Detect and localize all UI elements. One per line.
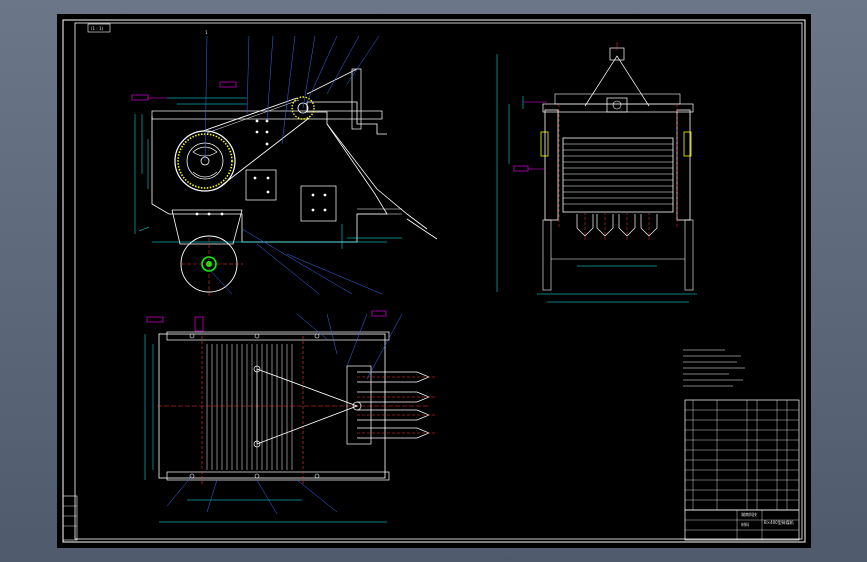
corner-tag: (1 : 1) — [87, 23, 111, 33]
plan-view — [144, 310, 437, 523]
drawing-name: B×400型碎煤机 — [764, 519, 794, 525]
side-view — [496, 42, 697, 303]
front-view: 1 — [131, 30, 438, 296]
material-stamp: 材料 — [741, 521, 749, 527]
title-block: 湖南科技 B×400型碎煤机 材料 — [684, 509, 800, 541]
revision-block — [62, 495, 78, 541]
parts-list — [684, 399, 800, 511]
technical-notes — [683, 349, 745, 387]
outer-frame — [62, 19, 806, 543]
drawing-sheet: (1 : 1) — [57, 14, 811, 548]
svg-text:(1 : 1): (1 : 1) — [91, 26, 104, 31]
company-name: 湖南科技 — [741, 511, 757, 517]
inner-frame — [74, 22, 803, 540]
cad-drawing: (1 : 1) — [62, 19, 806, 543]
svg-text:1: 1 — [205, 30, 208, 35]
